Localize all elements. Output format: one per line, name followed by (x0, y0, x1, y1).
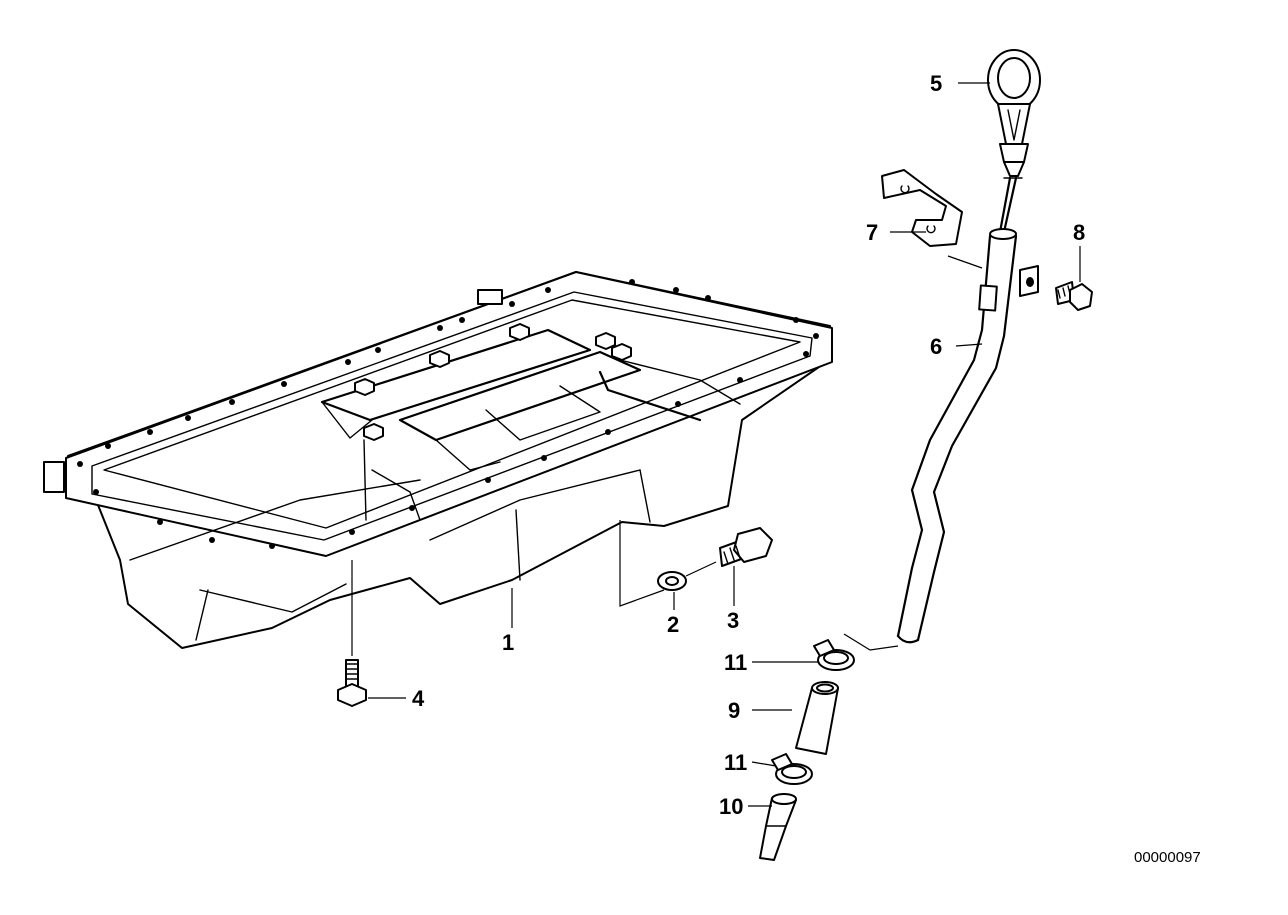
oil-pan (43, 271, 833, 649)
callout-3: 3 (727, 608, 739, 633)
callout-7: 7 (866, 220, 878, 245)
dipstick-guide-tube (896, 228, 1018, 644)
drain-washer (657, 571, 687, 591)
callout-1: 1 (502, 630, 514, 655)
hose-sleeve (795, 681, 839, 755)
leader-lines (368, 82, 990, 807)
callout-10: 10 (719, 794, 743, 819)
flange-bolt-holes (77, 279, 819, 549)
callout-6: 6 (930, 334, 942, 359)
bracket-bolt (1019, 265, 1093, 311)
callout-11-lower: 11 (724, 750, 747, 775)
fitting-tube (759, 793, 797, 861)
callout-11-upper: 11 (724, 650, 747, 675)
tube-bracket (881, 169, 963, 247)
diagram-reference-code: 00000097 (1134, 849, 1201, 866)
callout-4: 4 (412, 686, 425, 711)
hose-clamp-upper (813, 639, 855, 671)
drain-plug (719, 527, 773, 567)
callout-8: 8 (1073, 220, 1085, 245)
callouts: 1 2 3 4 5 6 7 8 9 10 11 11 (412, 71, 1085, 819)
callout-2: 2 (667, 612, 679, 637)
pan-bolt (337, 659, 367, 707)
hose-clamp-lower (771, 753, 813, 785)
dipstick (987, 49, 1041, 234)
callout-9: 9 (728, 698, 740, 723)
callout-5: 5 (930, 71, 942, 96)
